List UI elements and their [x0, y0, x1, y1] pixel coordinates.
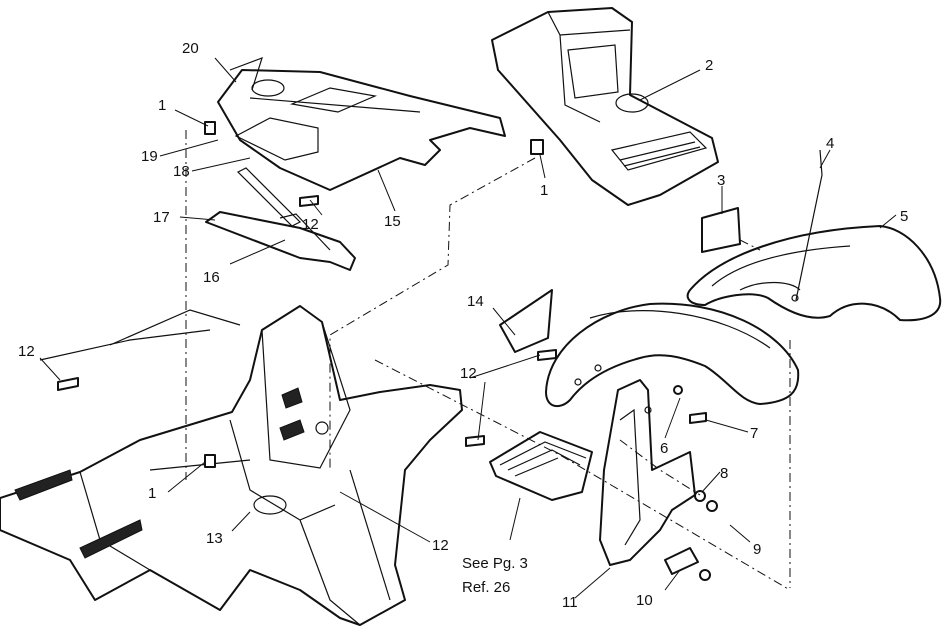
- callout-5: 5: [900, 208, 908, 225]
- callout-16: 16: [203, 269, 220, 286]
- nut-9b: [699, 569, 711, 581]
- assembly-line: [619, 439, 701, 496]
- antenna-4: [795, 149, 823, 301]
- clip-1c: [204, 454, 216, 468]
- callout-12: 12: [18, 343, 35, 360]
- bolt-12-lower: [465, 435, 485, 447]
- decal-3: [701, 207, 741, 253]
- nut-8: [694, 490, 706, 502]
- callout-10: 10: [636, 592, 653, 609]
- frame-part: [0, 305, 463, 626]
- bolt-12-dash: [299, 195, 319, 207]
- assembly-line: [374, 359, 791, 591]
- footrest-part: [489, 431, 593, 501]
- leader-lines: [39, 57, 897, 599]
- callout-9: 9: [753, 541, 761, 558]
- callout-4: 4: [826, 135, 834, 152]
- bolt-12-mid: [537, 349, 557, 361]
- bracket-10: [664, 547, 699, 575]
- callout-1: 1: [540, 182, 548, 199]
- front-fender-part: [545, 302, 800, 408]
- callout-12: 12: [432, 537, 449, 554]
- callout-7: 7: [750, 425, 758, 442]
- callout-2: 2: [705, 57, 713, 74]
- bolt-7: [689, 412, 707, 424]
- clip-1: [530, 139, 544, 155]
- clip-1b: [204, 121, 216, 135]
- rear-fender-part: [686, 225, 942, 322]
- callout-18: 18: [173, 163, 190, 180]
- assembly-line: [329, 157, 536, 470]
- reference-note-line1: See Pg. 3: [462, 555, 528, 572]
- callout-19: 19: [141, 148, 158, 165]
- assembly-line: [739, 239, 761, 251]
- callout-3: 3: [717, 172, 725, 189]
- bolt-12-left: [57, 377, 79, 391]
- nut-6: [673, 385, 683, 395]
- callout-1: 1: [158, 97, 166, 114]
- callout-15: 15: [384, 213, 401, 230]
- dash-cover-part: [217, 57, 506, 191]
- decal-14: [499, 289, 553, 353]
- lower-brace-part: [205, 167, 356, 271]
- callout-11: 11: [562, 594, 578, 611]
- callout-20: 20: [182, 40, 199, 57]
- callout-12: 12: [302, 216, 319, 233]
- callout-6: 6: [660, 440, 668, 457]
- callout-8: 8: [720, 465, 728, 482]
- callout-13: 13: [206, 530, 223, 547]
- front-cab-part: [491, 7, 719, 206]
- callout-12: 12: [460, 365, 477, 382]
- callout-14: 14: [467, 293, 484, 310]
- mud-flap-part: [599, 379, 696, 566]
- callout-17: 17: [153, 209, 170, 226]
- callout-1: 1: [148, 485, 156, 502]
- reference-note-line2: Ref. 26: [462, 579, 510, 596]
- washer-9: [706, 500, 718, 512]
